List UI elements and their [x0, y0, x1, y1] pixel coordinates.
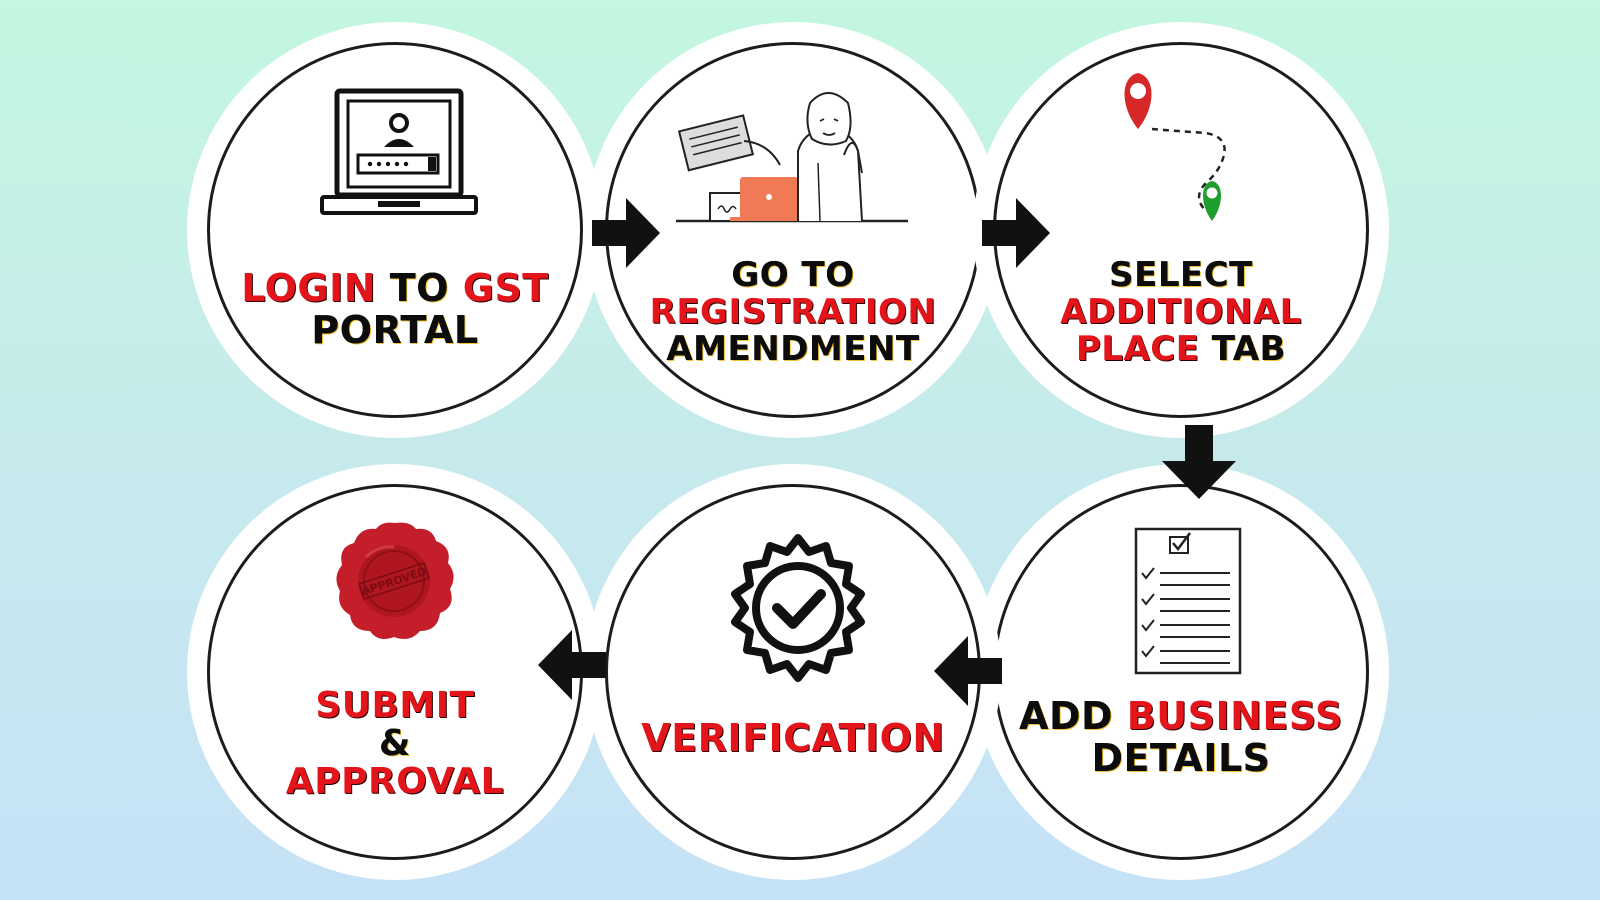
- step-login-circle: LOGIN TO GST PORTAL: [207, 42, 583, 418]
- arrow-right-icon: [592, 198, 660, 268]
- step-select-place-circle: SELECT ADDITIONAL PLACE TAB: [993, 42, 1369, 418]
- verified-badge-icon: [731, 534, 865, 682]
- step-select-place-word: TAB: [1199, 329, 1287, 369]
- step-registration-circle: GO TO REGISTRATION AMENDMENT: [605, 42, 981, 418]
- step-business-label: ADD BUSINESS DETAILS: [1016, 695, 1346, 779]
- step-business-circle: ADD BUSINESS DETAILS: [993, 484, 1369, 860]
- step-select-place-word: SELECT: [1109, 255, 1253, 295]
- step-verification-word: VERIFICATION: [641, 716, 945, 760]
- step-login-word: TO: [376, 266, 463, 310]
- step-login-word: GST: [462, 266, 549, 310]
- step-registration-line3: AMENDMENT: [628, 331, 958, 368]
- step-login-word: LOGIN: [241, 266, 377, 310]
- step-verification-line1: VERIFICATION: [628, 717, 958, 759]
- step-login-word: PORTAL: [311, 308, 479, 352]
- step-submit-line1: SUBMIT: [230, 687, 560, 725]
- step-business-word: BUSINESS: [1126, 694, 1343, 738]
- step-business-line2: DETAILS: [1016, 737, 1346, 779]
- step-registration-label: GO TO REGISTRATION AMENDMENT: [628, 257, 958, 368]
- step-submit-line3: APPROVAL: [230, 763, 560, 801]
- step-login-line1: LOGIN TO GST: [230, 267, 560, 309]
- step-registration-word: AMENDMENT: [666, 329, 920, 369]
- checklist-icon: [1134, 527, 1242, 675]
- step-login-label: LOGIN TO GST PORTAL: [230, 267, 560, 351]
- arrow-right-icon: [982, 198, 1050, 268]
- step-submit-word: SUBMIT: [315, 685, 475, 726]
- step-business-word: DETAILS: [1091, 736, 1271, 780]
- step-registration-line2: REGISTRATION: [628, 294, 958, 331]
- step-select-place-word: PLACE: [1075, 329, 1200, 369]
- step-registration-word: REGISTRATION: [649, 292, 937, 332]
- step-select-place-label: SELECT ADDITIONAL PLACE TAB: [1016, 257, 1346, 368]
- step-submit-word: &: [379, 723, 411, 764]
- step-select-place-line3: PLACE TAB: [1016, 331, 1346, 368]
- woman-documents-icon: [676, 92, 908, 223]
- wax-seal-icon: APPROVED: [336, 522, 454, 639]
- arrow-down-icon: [1162, 425, 1236, 499]
- arrow-left-icon: [934, 636, 1002, 706]
- step-registration-word: GO TO: [731, 255, 855, 295]
- arrow-left-icon: [538, 630, 606, 700]
- step-business-line1: ADD BUSINESS: [1016, 695, 1346, 737]
- step-submit-word: APPROVAL: [285, 761, 505, 802]
- step-select-place-word: ADDITIONAL: [1060, 292, 1302, 332]
- step-registration-line1: GO TO: [628, 257, 958, 294]
- step-submit-label: SUBMIT & APPROVAL: [230, 687, 560, 801]
- laptop-login-icon: [320, 88, 478, 215]
- step-select-place-line1: SELECT: [1016, 257, 1346, 294]
- step-login-line2: PORTAL: [230, 309, 560, 351]
- location-route-icon: [1124, 73, 1226, 221]
- step-verification-circle: VERIFICATION: [605, 484, 981, 860]
- step-verification-label: VERIFICATION: [628, 717, 958, 759]
- step-submit-circle: APPROVED SUBMIT & APPROVAL: [207, 484, 583, 860]
- step-select-place-line2: ADDITIONAL: [1016, 294, 1346, 331]
- step-submit-line2: &: [230, 725, 560, 763]
- step-business-word: ADD: [1019, 694, 1127, 738]
